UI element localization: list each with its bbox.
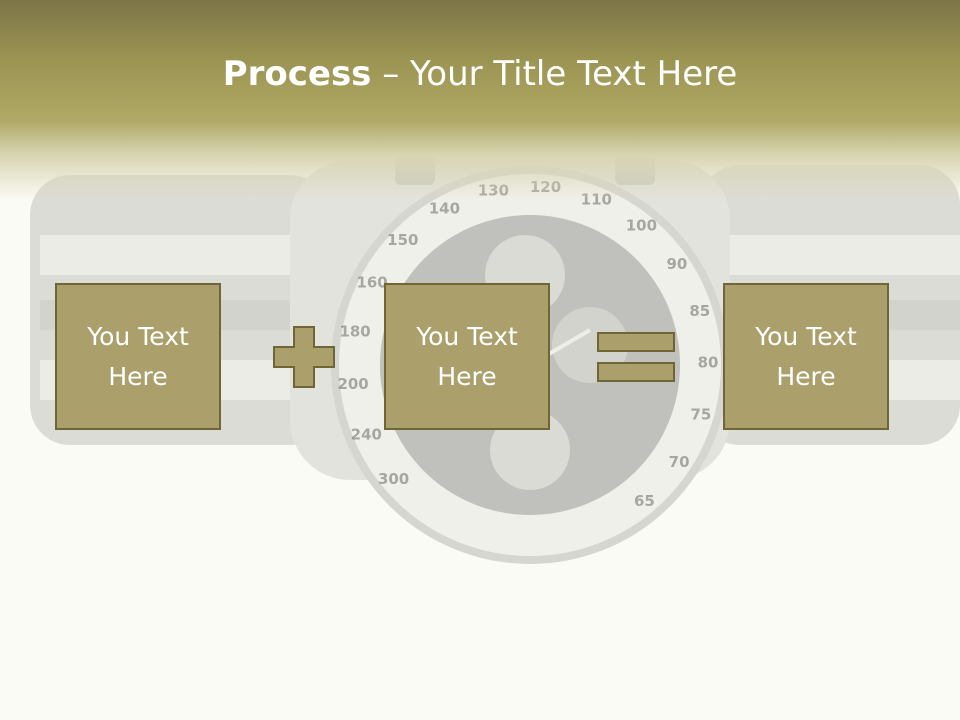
bezel-number: 180 <box>339 323 370 341</box>
plus-icon <box>273 326 335 388</box>
bezel-number: 65 <box>634 492 655 510</box>
bezel-number: 75 <box>690 405 711 423</box>
text-box-3-label: You Text Here <box>755 321 857 391</box>
text-box-1-label: You Text Here <box>87 321 189 391</box>
bezel-number: 150 <box>387 231 418 249</box>
text-box-1: You Text Here <box>55 283 221 430</box>
bezel-number: 300 <box>378 470 409 488</box>
title-bold-part: Process <box>222 54 372 94</box>
bezel-number: 70 <box>669 453 690 471</box>
bezel-number: 140 <box>429 199 460 217</box>
bezel-number: 85 <box>689 302 710 320</box>
bezel-number: 90 <box>666 255 687 273</box>
equals-icon <box>597 332 675 382</box>
header-band <box>0 0 960 200</box>
bezel-number: 240 <box>351 425 382 443</box>
title-rest-part: – Your Title Text Here <box>371 54 738 94</box>
bezel-number: 160 <box>356 273 387 291</box>
text-box-3: You Text Here <box>723 283 889 430</box>
bezel-number: 80 <box>698 354 719 372</box>
slide-title: Process – Your Title Text Here <box>0 52 960 96</box>
bezel-number: 200 <box>337 375 368 393</box>
text-box-2: You Text Here <box>384 283 550 430</box>
text-box-2-label: You Text Here <box>416 321 518 391</box>
bezel-number: 100 <box>626 217 657 235</box>
